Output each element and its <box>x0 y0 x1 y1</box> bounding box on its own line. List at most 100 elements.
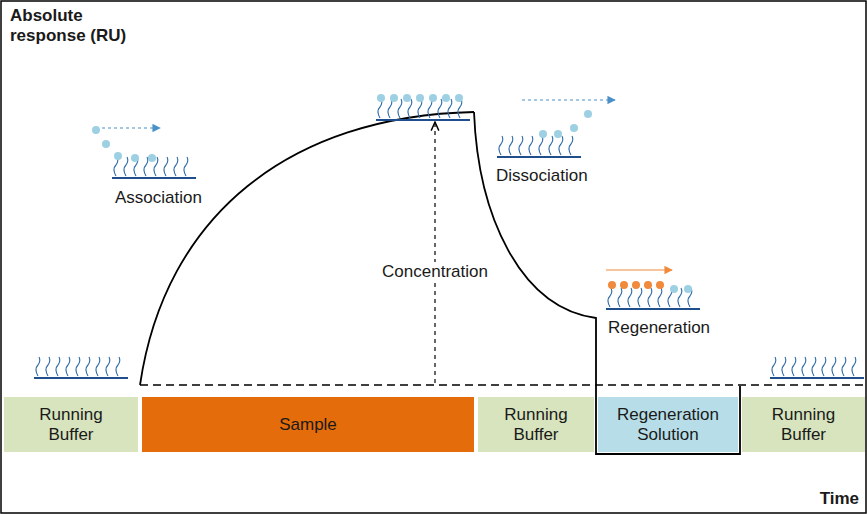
ligand-stroke <box>822 357 826 376</box>
ligand-stroke <box>812 357 816 376</box>
ligand-stroke <box>499 136 503 155</box>
analyte-dot <box>114 152 122 160</box>
phase-label: Concentration <box>380 262 490 282</box>
analyte-dot <box>539 130 547 138</box>
analyte-dot <box>92 126 100 134</box>
ligand-stroke <box>408 99 412 118</box>
phase-band: Sample <box>142 397 474 452</box>
ligand-stroke <box>174 157 178 176</box>
ligand-stroke <box>628 288 632 307</box>
analyte-dot <box>608 281 616 289</box>
analyte-dot <box>131 154 139 162</box>
phase-band: Running Buffer <box>742 397 865 452</box>
ligand-stroke <box>164 157 168 176</box>
sensor-surface <box>497 136 581 157</box>
analyte-dot <box>684 285 692 293</box>
surface-line <box>606 308 700 310</box>
ligand-stroke <box>648 288 652 307</box>
band-label: Sample <box>279 415 337 435</box>
band-label: Regeneration Solution <box>612 405 724 444</box>
flow-arrow <box>96 127 160 128</box>
analyte-dot <box>644 281 652 289</box>
flow-arrow <box>522 99 615 100</box>
analyte-dot <box>670 285 678 293</box>
ligand-stroke <box>618 288 622 307</box>
ligand-stroke <box>36 357 40 376</box>
analyte-dot <box>148 154 156 162</box>
analyte-dot <box>570 124 578 132</box>
phase-band: Regeneration Solution <box>598 397 738 452</box>
flow-arrow <box>606 269 672 270</box>
ligand-stroke <box>802 357 806 376</box>
surface-line <box>112 177 196 179</box>
analyte-dot <box>442 94 450 102</box>
ligand-stroke <box>842 357 846 376</box>
ligand-stroke <box>539 136 543 155</box>
axis-title: Time <box>818 489 861 509</box>
ligand-stroke <box>124 157 128 176</box>
ligand-stroke <box>76 357 80 376</box>
axis-title: Absolute response (RU) <box>8 6 162 45</box>
phase-label: Dissociation <box>494 166 590 186</box>
ligand-stroke <box>519 136 523 155</box>
analyte-dot <box>656 281 664 289</box>
analyte-dot <box>455 94 463 102</box>
ligand-stroke <box>116 357 120 376</box>
ligand-stroke <box>832 357 836 376</box>
sensor-surface-icons <box>34 94 864 378</box>
analyte-dot <box>102 140 110 148</box>
ligand-stroke <box>529 136 533 155</box>
ligand-stroke <box>852 357 856 376</box>
ligand-stroke <box>782 357 786 376</box>
sensor-surface <box>770 357 864 378</box>
ligand-stroke <box>608 288 612 307</box>
band-label: Running Buffer <box>496 405 576 444</box>
ligand-stroke <box>96 357 100 376</box>
ligand-stroke <box>184 157 188 176</box>
surface-line <box>376 119 470 121</box>
baseline <box>140 384 865 386</box>
concentration-arrow <box>434 122 435 383</box>
phase-band: Running Buffer <box>478 397 594 452</box>
ligand-stroke <box>638 288 642 307</box>
analyte-dot <box>377 94 385 102</box>
phase-band: Running Buffer <box>4 397 138 452</box>
ligand-stroke <box>448 99 452 118</box>
ligand-stroke <box>428 99 432 118</box>
ligand-stroke <box>66 357 70 376</box>
band-label: Running Buffer <box>764 405 844 444</box>
ligand-stroke <box>106 357 110 376</box>
ligand-stroke <box>56 357 60 376</box>
ligand-stroke <box>388 99 392 118</box>
surface-line <box>770 377 864 379</box>
surface-line <box>497 156 581 158</box>
ligand-stroke <box>678 288 682 307</box>
dissociation-curve <box>474 112 740 454</box>
analyte-dot <box>416 94 424 102</box>
phase-label: Regeneration <box>606 318 712 338</box>
sensor-surface <box>376 99 470 120</box>
ligand-stroke <box>398 99 402 118</box>
phase-label: Association <box>113 188 204 208</box>
band-label: Running Buffer <box>31 405 111 444</box>
ligand-stroke <box>86 357 90 376</box>
analyte-dot <box>403 94 411 102</box>
analyte-dot <box>554 130 562 138</box>
ligand-stroke <box>438 99 442 118</box>
ligand-stroke <box>569 136 573 155</box>
analyte-dot <box>429 94 437 102</box>
association-curve <box>140 112 474 385</box>
ligand-stroke <box>559 136 563 155</box>
ligand-stroke <box>792 357 796 376</box>
ligand-stroke <box>772 357 776 376</box>
sensor-surface <box>34 357 128 378</box>
ligand-stroke <box>549 136 553 155</box>
ligand-stroke <box>46 357 50 376</box>
analyte-dot <box>584 110 592 118</box>
ligand-stroke <box>658 288 662 307</box>
ligand-stroke <box>144 157 148 176</box>
analyte-dot <box>632 281 640 289</box>
analyte-dot <box>620 281 628 289</box>
